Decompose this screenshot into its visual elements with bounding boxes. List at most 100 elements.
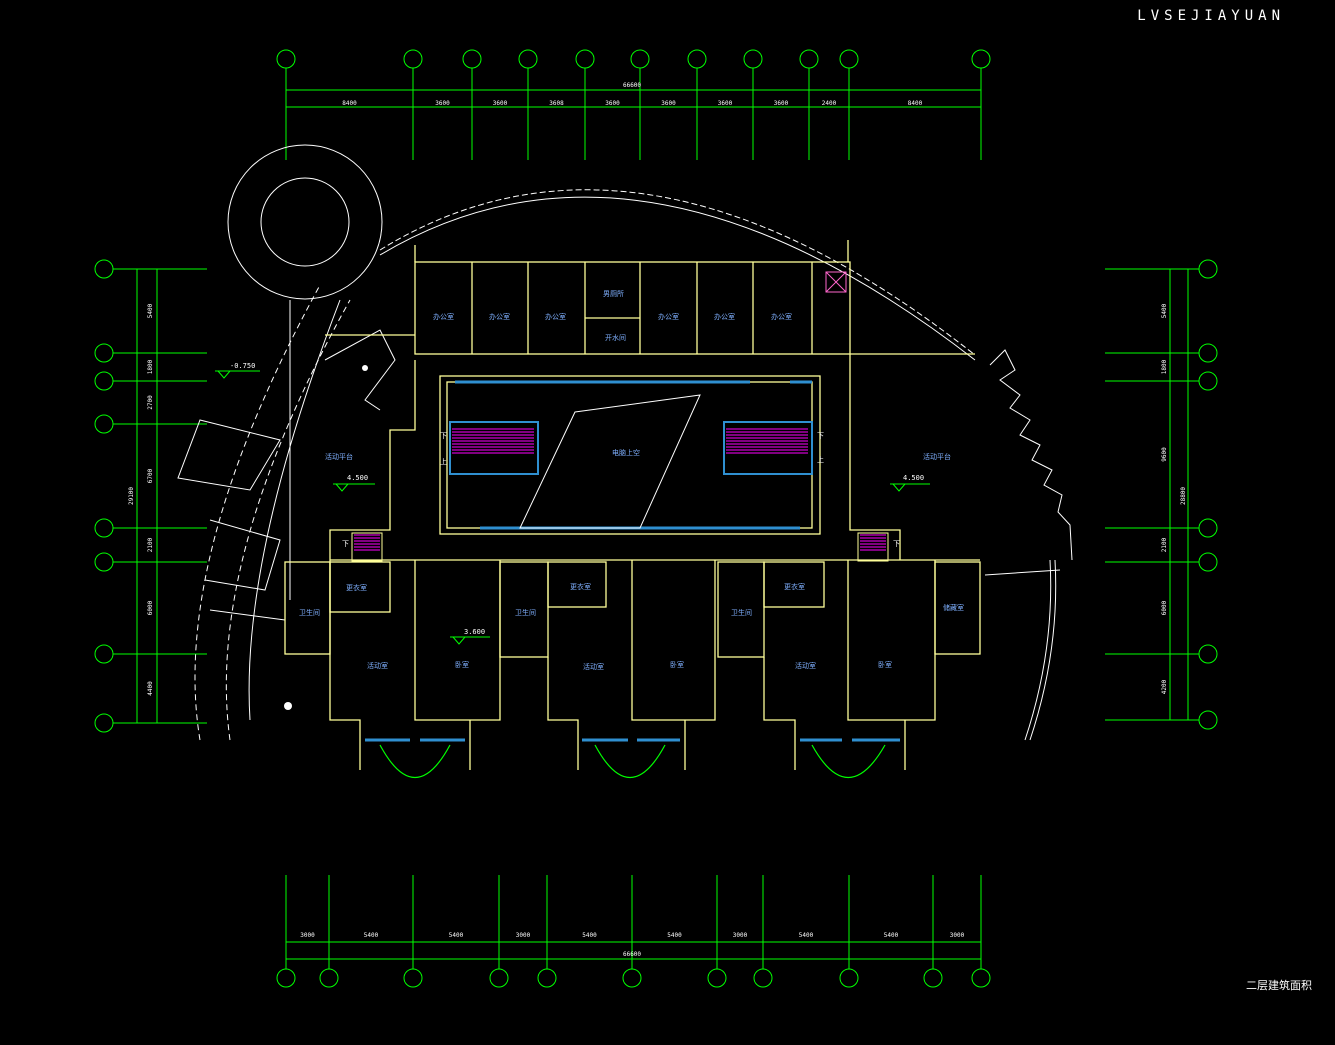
elevator-icon xyxy=(825,271,847,293)
room-label: 卧室 xyxy=(455,660,469,669)
stair-down-label: 下 xyxy=(817,432,824,440)
room-label: 办公室 xyxy=(545,312,566,321)
watermark: LVSEJIAYUAN xyxy=(1137,8,1285,24)
marker-dot xyxy=(362,365,368,371)
dimension-segment: 8400 xyxy=(908,100,923,107)
room-label: 开水间 xyxy=(605,333,626,342)
grid-bubble xyxy=(839,49,859,69)
void-outline xyxy=(519,394,701,529)
elevation-label-floor: 3.600 xyxy=(464,628,485,636)
stair-up-label: 上 xyxy=(817,455,824,464)
dimension-total: 29100 xyxy=(128,487,135,505)
dimension-segment: 2400 xyxy=(822,100,837,107)
dimension-segment: 3600 xyxy=(605,100,620,107)
dimension-total: 66600 xyxy=(623,951,641,958)
dimension-segment: 5400 xyxy=(147,303,154,318)
dimension-segment: 6000 xyxy=(147,600,154,615)
dimension-total: 28800 xyxy=(1180,487,1187,505)
room-label: 电脑上空 xyxy=(612,448,640,457)
grid-bubble xyxy=(923,968,943,988)
room-label: 办公室 xyxy=(433,312,454,321)
dimension-segment: 5400 xyxy=(1161,303,1168,318)
dimension-segment: 6000 xyxy=(1161,600,1168,615)
walls xyxy=(284,240,981,770)
grid-bubble xyxy=(1198,518,1218,538)
room-label: 储藏室 xyxy=(943,603,964,612)
room-label: 男厕所 xyxy=(603,289,624,298)
grid-bubble xyxy=(1198,552,1218,572)
dimension-segment: 9600 xyxy=(1161,447,1168,462)
stair-up-label: 上 xyxy=(440,457,447,466)
grid-bubble xyxy=(94,343,114,363)
dimension-segment: 3000 xyxy=(733,932,748,939)
grid-bubble xyxy=(94,644,114,664)
grid-bubble xyxy=(622,968,642,988)
room-label: 卧室 xyxy=(670,660,684,669)
room-label: 卫生间 xyxy=(515,608,536,617)
dimension-segment: 3600 xyxy=(661,100,676,107)
dimension-segment: 1800 xyxy=(1161,359,1168,374)
dimension-segment: 3600 xyxy=(718,100,733,107)
marker-dot xyxy=(284,702,292,710)
stair-down-label: 下 xyxy=(440,432,447,440)
grid-bubble xyxy=(94,259,114,279)
dimension-segment: 8400 xyxy=(342,100,357,107)
room-label: 办公室 xyxy=(658,312,679,321)
roof-outline xyxy=(177,144,1073,741)
dimension-segment: 3000 xyxy=(950,932,965,939)
grid-bubble xyxy=(518,49,538,69)
grid-bubble xyxy=(630,49,650,69)
dimension-segment: 5400 xyxy=(799,932,814,939)
elevation-markers xyxy=(215,370,930,645)
grid-bubble xyxy=(1198,371,1218,391)
room-label: 活动室 xyxy=(795,661,816,670)
dimension-segment: 3000 xyxy=(300,932,315,939)
dimension-segment: 4400 xyxy=(147,681,154,696)
grid-bubble xyxy=(94,371,114,391)
dimension-segment: 6700 xyxy=(147,468,154,483)
room-label: 卫生间 xyxy=(299,608,320,617)
room-label: 更衣室 xyxy=(346,583,367,592)
room-label: 活动室 xyxy=(367,661,388,670)
elevation-label-terrace-left: 4.500 xyxy=(347,474,368,482)
room-label: 卧室 xyxy=(878,660,892,669)
grid-bubble xyxy=(743,49,763,69)
dimension-segment: 4200 xyxy=(1161,679,1168,694)
room-label: 活动平台 xyxy=(325,452,353,461)
grid-bubble xyxy=(687,49,707,69)
room-label: 办公室 xyxy=(489,312,510,321)
dimension-segment: 5400 xyxy=(667,932,682,939)
stairs xyxy=(351,421,889,562)
grid-bubble xyxy=(276,49,296,69)
grid-bubble xyxy=(403,49,423,69)
grid-bubble xyxy=(1198,343,1218,363)
room-label: 卫生间 xyxy=(731,608,752,617)
grid-bubble xyxy=(1198,710,1218,730)
dimension-segment: 3600 xyxy=(435,100,450,107)
dimension-segment: 2100 xyxy=(147,537,154,552)
grid-bubble xyxy=(1198,259,1218,279)
grid-bubble xyxy=(94,518,114,538)
grid-bubble xyxy=(462,49,482,69)
dimension-segment: 3600 xyxy=(774,100,789,107)
dimension-segment: 1800 xyxy=(147,359,154,374)
grid-bubble xyxy=(799,49,819,69)
stair-down-label: 下 xyxy=(342,540,349,548)
dimension-segment: 2700 xyxy=(147,395,154,410)
bay-windows xyxy=(379,744,886,779)
room-label: 活动室 xyxy=(583,662,604,671)
dimension-segment: 5400 xyxy=(364,932,379,939)
dimension-total: 66600 xyxy=(623,82,641,89)
room-label: 办公室 xyxy=(714,312,735,321)
elevation-label-terrace-right: 4.500 xyxy=(903,474,924,482)
grid-bubble xyxy=(94,414,114,434)
drawing-title: 二层建筑面积 xyxy=(1246,979,1312,992)
grid-bubble xyxy=(971,968,991,988)
elevation-label-ramp: -0.750 xyxy=(230,362,255,370)
grid-axes xyxy=(94,49,1218,988)
dimension-segment: 3608 xyxy=(549,100,564,107)
grid-bubble xyxy=(839,968,859,988)
dimension-segment: 5400 xyxy=(449,932,464,939)
dimension-segment: 2100 xyxy=(1161,537,1168,552)
